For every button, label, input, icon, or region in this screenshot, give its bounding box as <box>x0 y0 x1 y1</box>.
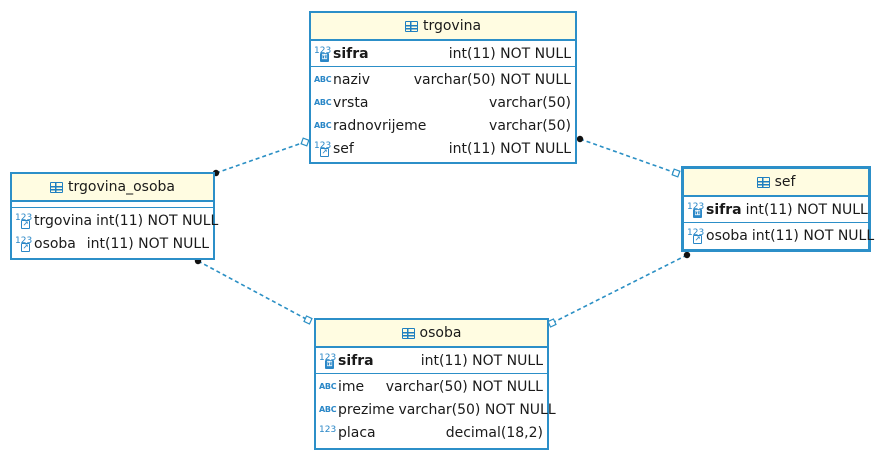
foreign-key-icon: 123↗ <box>15 235 33 252</box>
relationship-trgovina_osoba-trgovina[interactable] <box>212 137 310 177</box>
relationship-trgovina_osoba-osoba[interactable] <box>194 257 313 325</box>
column-name: naziv <box>333 71 370 88</box>
foreign-key-icon: 123↗ <box>687 227 705 244</box>
column-name: vrsta <box>333 94 369 111</box>
primary-key-icon: 123⚿ <box>314 45 332 62</box>
primary-key-icon: 123⚿ <box>687 201 705 218</box>
key-columns: 123⚿sifra int(11) NOT NULL <box>316 348 547 374</box>
connector-end-dot <box>576 135 584 143</box>
number-type-icon: 123 <box>319 424 337 435</box>
table-icon <box>50 181 64 193</box>
relationship-sef-osoba[interactable] <box>547 251 691 328</box>
column-type: int(11) NOT NULL <box>420 352 543 369</box>
column-type: int(11) NOT NULL <box>448 140 571 157</box>
connector-end-dot <box>683 251 691 259</box>
connector-end-square <box>303 315 313 325</box>
column-type: int(11) NOT NULL <box>751 227 875 244</box>
column-name: sifra <box>338 352 374 369</box>
column-name: trgovina <box>34 212 93 229</box>
column-row[interactable]: 123↗osoba int(11) NOT NULL <box>12 232 213 255</box>
text-type-icon: ABC <box>314 120 332 130</box>
text-type-icon: ABC <box>319 404 337 414</box>
column-name: ime <box>338 378 365 395</box>
text-type-icon: ABC <box>319 381 337 391</box>
column-name: prezime <box>338 401 395 418</box>
column-row[interactable]: 123⚿sifra int(11) NOT NULL <box>316 349 547 372</box>
table-icon <box>756 176 770 188</box>
foreign-key-icon: 123↗ <box>314 140 332 157</box>
column-type: decimal(18,2) <box>445 424 543 441</box>
column-type: varchar(50) NOT NULL <box>385 378 543 395</box>
entity-header[interactable]: sef <box>684 169 868 197</box>
key-columns <box>12 202 213 208</box>
entity-title: trgovina <box>422 18 482 34</box>
column-type: varchar(50) <box>489 117 571 134</box>
entity-title: trgovina_osoba <box>68 179 175 195</box>
column-name: sef <box>333 140 354 157</box>
entity-title: sef <box>774 174 796 190</box>
text-type-icon: ABC <box>314 74 332 84</box>
connector-end-square <box>671 168 681 178</box>
entity-header[interactable]: trgovina_osoba <box>12 174 213 202</box>
column-name: sifra <box>706 201 742 218</box>
primary-key-icon: 123⚿ <box>319 352 337 369</box>
column-type: int(11) NOT NULL <box>745 201 868 218</box>
entity-header[interactable]: trgovina <box>311 13 575 41</box>
foreign-key-icon: 123↗ <box>15 212 33 229</box>
entity-header[interactable]: osoba <box>316 320 547 348</box>
table-icon <box>401 327 415 339</box>
column-row[interactable]: 123↗sef int(11) NOT NULL <box>311 137 575 160</box>
entity-title: osoba <box>419 325 462 341</box>
column-type: int(11) NOT NULL <box>448 45 571 62</box>
table-icon <box>404 20 418 32</box>
column-name: radnovrijeme <box>333 117 427 134</box>
relationship-trgovina-sef[interactable] <box>576 135 681 178</box>
column-type: varchar(50) NOT NULL <box>413 71 571 88</box>
connector-end-square <box>547 318 557 328</box>
column-type: varchar(50) NOT NULL <box>398 401 556 418</box>
key-columns: 123⚿sifra int(11) NOT NULL <box>311 41 575 67</box>
column-name: osoba <box>34 235 76 252</box>
column-name: osoba <box>706 227 748 244</box>
text-type-icon: ABC <box>314 97 332 107</box>
column-name: sifra <box>333 45 369 62</box>
column-row[interactable]: 123⚿sifra int(11) NOT NULL <box>311 42 575 65</box>
connector-end-square <box>300 137 310 147</box>
column-type: varchar(50) <box>489 94 571 111</box>
column-type: int(11) NOT NULL <box>96 212 219 229</box>
column-type: int(11) NOT NULL <box>86 235 209 252</box>
column-name: placa <box>338 424 376 441</box>
